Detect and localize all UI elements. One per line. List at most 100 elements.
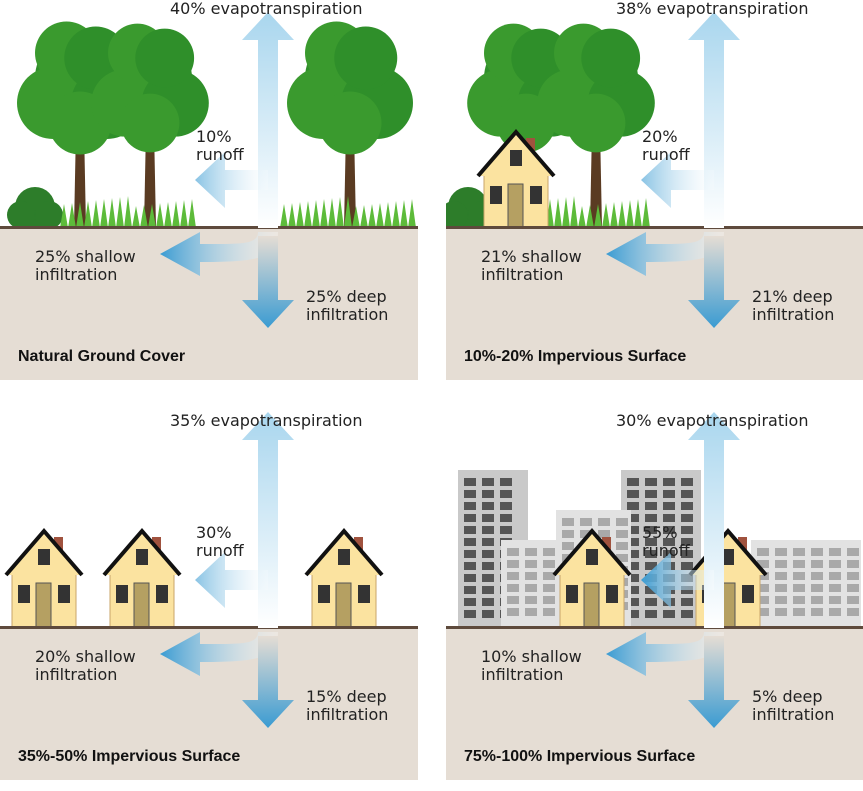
house-window	[318, 585, 330, 603]
deep-infiltration-arrow	[242, 236, 294, 328]
panel-title: Natural Ground Cover	[18, 348, 186, 365]
tree-foliage	[135, 28, 195, 88]
building-window	[627, 550, 639, 558]
building-window	[464, 514, 476, 522]
building-window	[829, 596, 841, 604]
building-window	[663, 538, 675, 546]
house-window	[586, 549, 598, 565]
building-window	[627, 478, 639, 486]
building-window	[681, 550, 693, 558]
panel-title: 10%-20% Impervious Surface	[464, 348, 687, 365]
building-window	[543, 596, 555, 604]
evapotranspiration-label: 30% evapotranspiration	[616, 411, 809, 430]
house-window	[58, 585, 70, 603]
building-window	[543, 560, 555, 568]
building-window	[775, 596, 787, 604]
building-window	[507, 596, 519, 604]
building-window	[645, 478, 657, 486]
runoff-label: 55%runoff	[642, 523, 690, 560]
deep-infiltration-arrow	[242, 636, 294, 728]
ground-line	[0, 626, 418, 629]
ground-line	[446, 226, 863, 229]
building-window	[811, 596, 823, 604]
building-window	[645, 502, 657, 510]
scenario-panel-suburban: 35% evapotranspiration 30%runoff 20% sha…	[0, 400, 418, 780]
building-window	[598, 518, 610, 526]
building-window	[829, 584, 841, 592]
building-window	[793, 572, 805, 580]
building-window	[645, 526, 657, 534]
building-window	[627, 610, 639, 618]
building-window	[645, 514, 657, 522]
scenario-panel-urban: 30% evapotranspiration 55%runoff 10% sha…	[446, 400, 863, 780]
evapotranspiration-arrow	[688, 12, 740, 228]
evapotranspiration-label: 40% evapotranspiration	[170, 0, 363, 18]
house-door	[507, 183, 524, 229]
building-window	[775, 584, 787, 592]
building-window	[775, 572, 787, 580]
evapotranspiration-arrow	[688, 412, 740, 628]
building-window	[775, 560, 787, 568]
building-window	[482, 586, 494, 594]
building-window	[811, 548, 823, 556]
building-window	[627, 598, 639, 606]
building-window	[464, 550, 476, 558]
building-window	[645, 586, 657, 594]
building-window	[482, 526, 494, 534]
evapotranspiration-arrow	[242, 412, 294, 628]
tree-trunk	[590, 128, 602, 228]
building-window	[829, 548, 841, 556]
house-window	[566, 585, 578, 603]
building-window	[829, 572, 841, 580]
building-window	[627, 490, 639, 498]
building-window	[482, 538, 494, 546]
panel-title: 75%-100% Impervious Surface	[464, 748, 696, 765]
panel-title: 35%-50% Impervious Surface	[18, 748, 241, 765]
building-window	[681, 538, 693, 546]
scenario-panel-natural: 40% evapotranspiration 10%runoff 25% sha…	[0, 0, 418, 380]
tree-foliage	[318, 91, 382, 155]
house-door	[35, 582, 52, 628]
building-window	[482, 598, 494, 606]
house-door	[335, 582, 352, 628]
house-window	[116, 585, 128, 603]
building-window	[793, 584, 805, 592]
building-window	[500, 514, 512, 522]
runoff-label: 20%runoff	[642, 127, 690, 164]
building-window	[500, 478, 512, 486]
building-window	[464, 538, 476, 546]
building-window	[811, 584, 823, 592]
building-window	[811, 608, 823, 616]
scene-illustration	[446, 12, 863, 380]
evapotranspiration-label: 38% evapotranspiration	[616, 0, 809, 18]
runoff-label: 30%runoff	[196, 523, 244, 560]
building-window	[525, 572, 537, 580]
runoff-arrow	[641, 552, 714, 608]
building-window	[482, 574, 494, 582]
evapotranspiration-arrow	[242, 12, 294, 228]
house-window	[510, 150, 522, 166]
building-window	[464, 502, 476, 510]
house-window	[156, 585, 168, 603]
building-window	[507, 584, 519, 592]
building-window	[793, 560, 805, 568]
building-window	[525, 608, 537, 616]
building-window	[681, 526, 693, 534]
shallow-infiltration-arrow	[606, 632, 724, 676]
house-window	[38, 549, 50, 565]
building-window	[663, 526, 675, 534]
house-door	[583, 582, 600, 628]
building-window	[543, 584, 555, 592]
building-window	[482, 502, 494, 510]
building-window	[627, 538, 639, 546]
building-window	[464, 562, 476, 570]
building-window	[464, 574, 476, 582]
building-window	[543, 548, 555, 556]
building-window	[775, 548, 787, 556]
building-window	[500, 502, 512, 510]
building-window	[681, 514, 693, 522]
building-window	[507, 560, 519, 568]
tree-foliage	[334, 26, 398, 90]
